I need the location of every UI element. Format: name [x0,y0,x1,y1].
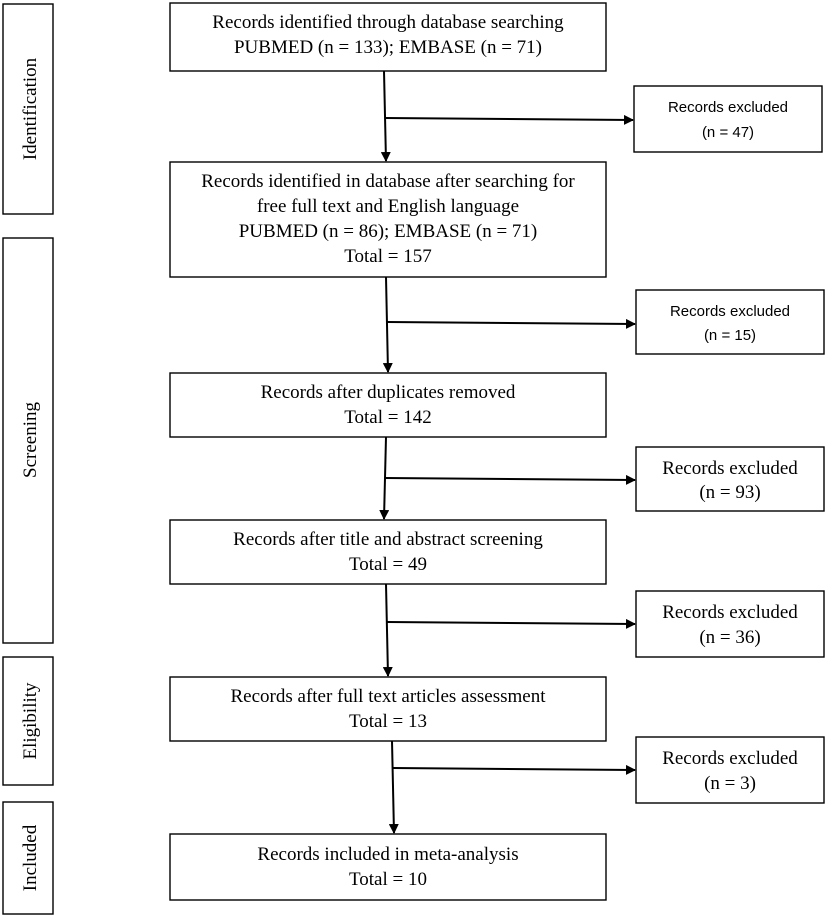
step-filtered-line-3: PUBMED (n = 86); EMBASE (n = 71) [239,221,538,242]
step-title-abstract-line-1: Records after title and abstract screeni… [233,529,543,550]
step-filtered: Records identified in database after sea… [169,161,607,278]
exclusion-5-line-2: (n = 3) [704,773,756,794]
exclusion-arrow-5 [392,764,636,775]
exclusion-1: Records excluded (n = 47) [633,85,823,153]
stage-screening: Screening [2,237,54,644]
step-full-text-line-1: Records after full text articles assessm… [231,686,547,707]
flow-arrow-4 [382,583,393,677]
exclusion-4-line-1: Records excluded [662,602,798,623]
stage-identification: Identification [2,3,54,215]
step-duplicates-line-1: Records after duplicates removed [261,382,516,403]
stage-label-eligibility: Eligibility [20,682,41,760]
exclusion-2-line-1: Records excluded [670,303,790,320]
stage-label-identification: Identification [20,57,41,160]
stage-eligibility: Eligibility [2,656,54,786]
exclusion-3: Records excluded (n = 93) [635,446,825,512]
exclusion-2: Records excluded (n = 15) [635,289,825,355]
exclusion-1-line-2: (n = 47) [702,124,754,141]
step-included: Records included in meta-analysis Total … [169,833,607,901]
exclusion-3-line-1: Records excluded [662,458,798,479]
step-identified-line-2: PUBMED (n = 133); EMBASE (n = 71) [234,37,542,58]
exclusion-4-line-2: (n = 36) [699,627,760,648]
step-full-text: Records after full text articles assessm… [169,676,607,742]
flow-arrow-1 [380,70,391,162]
exclusion-1-line-1: Records excluded [668,99,788,116]
exclusion-5: Records excluded (n = 3) [635,736,825,804]
step-filtered-line-4: Total = 157 [344,246,432,267]
exclusion-2-line-2: (n = 15) [704,327,756,344]
exclusion-arrow-2 [386,318,636,329]
step-included-line-2: Total = 10 [349,869,427,890]
step-duplicates-removed: Records after duplicates removed Total =… [169,372,607,438]
exclusion-3-line-2: (n = 93) [699,482,760,503]
step-title-abstract: Records after title and abstract screeni… [169,519,607,585]
step-full-text-line-2: Total = 13 [349,711,427,732]
step-identified-line-1: Records identified through database sear… [212,12,564,33]
stage-included: Included [2,801,54,915]
step-title-abstract-line-2: Total = 49 [349,554,427,575]
stage-label-included: Included [20,824,41,891]
step-duplicates-line-2: Total = 142 [344,407,432,428]
step-filtered-line-2: free full text and English language [257,196,519,217]
exclusion-5-line-1: Records excluded [662,748,798,769]
flow-arrow-2 [382,276,393,373]
stage-label-screening: Screening [20,402,41,478]
step-filtered-line-1: Records identified in database after sea… [201,171,575,192]
exclusion-4: Records excluded (n = 36) [635,590,825,658]
exclusion-arrow-1 [384,114,634,125]
exclusion-arrow-3 [384,474,636,485]
step-included-line-1: Records included in meta-analysis [257,844,518,865]
step-identified: Records identified through database sear… [169,2,607,72]
flow-arrow-5 [388,740,399,834]
exclusion-arrow-4 [386,618,636,629]
